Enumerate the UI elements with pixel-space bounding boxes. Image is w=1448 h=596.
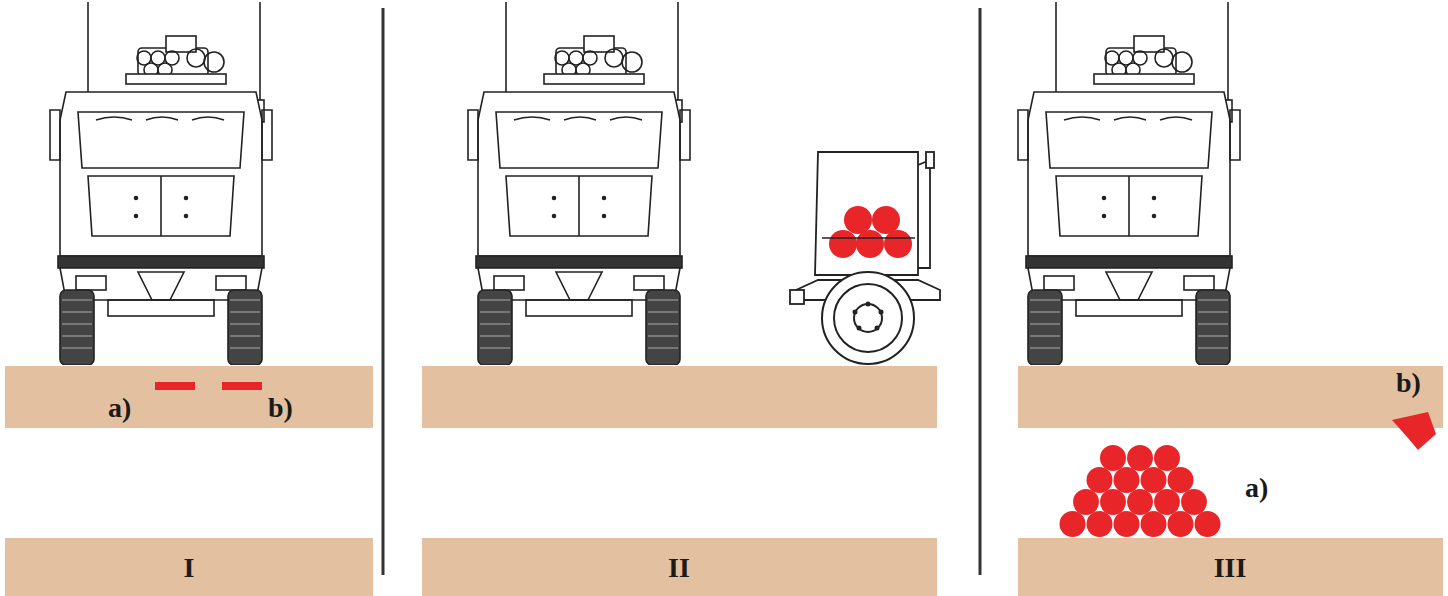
callout-letter: b) — [1396, 369, 1421, 397]
callout-letter: a) — [108, 394, 131, 422]
panel-number: I — [184, 554, 195, 582]
callout-letter: a) — [1245, 474, 1268, 502]
callout-letter: b) — [268, 394, 293, 422]
panel-number: II — [668, 554, 690, 582]
panel-number: III — [1214, 554, 1247, 582]
